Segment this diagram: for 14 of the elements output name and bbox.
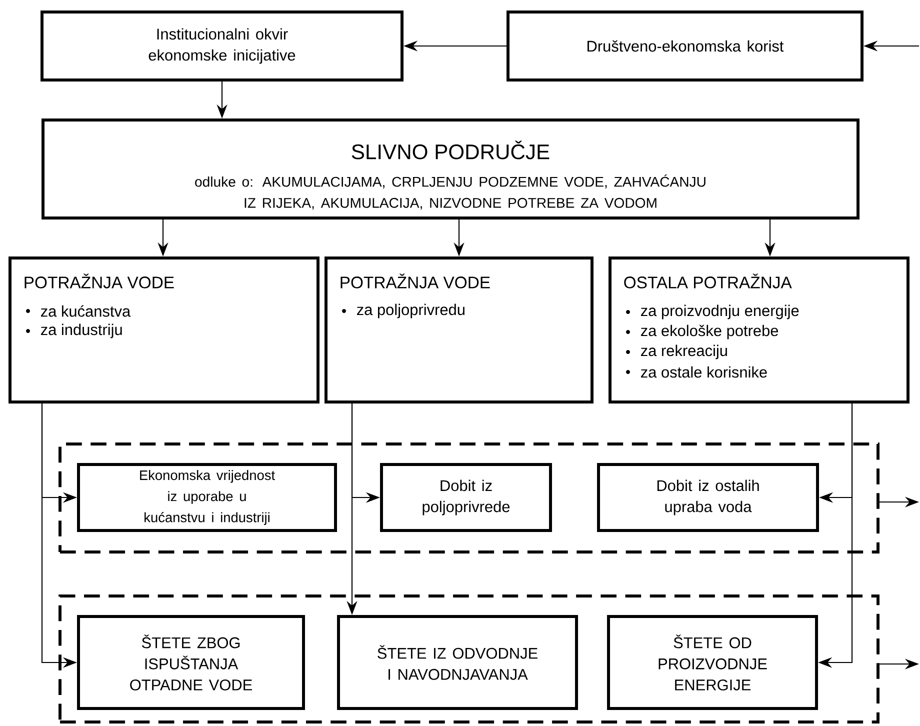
demand-box: POTRAŽNJA VODE za kućanstva za industriju <box>8 256 320 404</box>
dashed-group-box <box>58 594 880 724</box>
basin-box: SLIVNO PODRUČJE odluke o: AKUMULACIJAMA, CRPLJENJU PODZEMNE VODE, ZAHVAĆANJU IZ RIJEKA, AKUMULACIJA, NIZVODNE POTREBE ZA VODOM <box>42 118 860 220</box>
process-box: Društveno-ekonomska korist <box>506 10 864 82</box>
process-box: Dobit iz poljoprivrede <box>380 463 552 532</box>
process-box: ŠTETE IZ ODVODNJE I NAVODNJAVANJA <box>337 615 578 710</box>
process-box: Institucionalni okvir ekonomske inicijative <box>40 10 404 82</box>
demand-box: POTRAŽNJA VODE za poljoprivredu <box>324 256 594 404</box>
process-box: ŠTETE OD PROIZVODNJE ENERGIJE <box>607 615 818 710</box>
demand-box: OSTALA POTRAŽNJA za proizvodnju energije za ekološke potrebe za rekreaciju za ostale korisnike <box>608 256 910 404</box>
process-box: Dobit iz ostalih upraba voda <box>597 463 820 532</box>
process-box: Ekonomska vrijednost iz uporabe u kućanstvu i industriji <box>77 463 337 532</box>
dashed-group-box <box>58 442 880 554</box>
process-box: ŠTETE ZBOG ISPUŠTANJA OTPADNE VODE <box>77 615 305 710</box>
